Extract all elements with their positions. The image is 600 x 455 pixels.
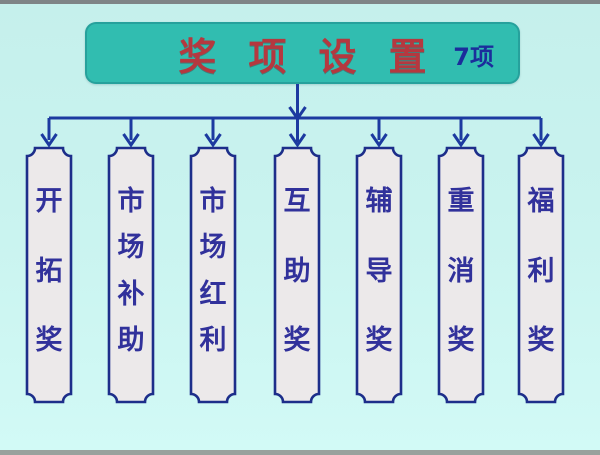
award-node-kaituo: 开拓奖 — [25, 146, 73, 404]
award-label: 重消奖 — [447, 186, 475, 356]
plaque-shape — [25, 146, 73, 404]
connector-lines — [40, 84, 550, 148]
arrow-down-icon — [532, 133, 550, 148]
plaque-shape — [355, 146, 403, 404]
arrow-down-icon — [452, 133, 470, 148]
award-node-fuli: 福利奖 — [517, 146, 565, 404]
award-label: 福利奖 — [527, 186, 555, 356]
bottom-edge-bar — [0, 450, 600, 455]
arrow-down-icon — [204, 133, 222, 148]
award-node-shichang-buzhu: 市场补助 — [107, 146, 155, 404]
award-label: 互助奖 — [283, 186, 311, 356]
plaque-shape — [517, 146, 565, 404]
arrow-down-icon — [40, 133, 58, 148]
title-text: 奖项设置 — [178, 34, 459, 79]
plaque-shape — [107, 146, 155, 404]
award-node-huzhu: 互助奖 — [273, 146, 321, 404]
top-edge-bar — [0, 0, 600, 4]
title-count-badge: 7项 — [453, 42, 494, 71]
plaque-shape — [273, 146, 321, 404]
award-label: 开拓奖 — [35, 186, 63, 356]
title-node: 奖项设置 7项 — [85, 22, 520, 84]
award-node-fudao: 辅导奖 — [355, 146, 403, 404]
award-label: 辅导奖 — [365, 186, 393, 356]
award-label: 市场红利 — [199, 186, 227, 356]
award-label: 市场补助 — [117, 186, 145, 356]
arrow-down-icon — [122, 133, 140, 148]
arrow-down-icon — [370, 133, 388, 148]
award-node-chongxiao: 重消奖 — [437, 146, 485, 404]
plaque-shape — [189, 146, 237, 404]
award-node-shichang-hongli: 市场红利 — [189, 146, 237, 404]
plaque-shape — [437, 146, 485, 404]
arrow-down-icon — [288, 133, 307, 148]
